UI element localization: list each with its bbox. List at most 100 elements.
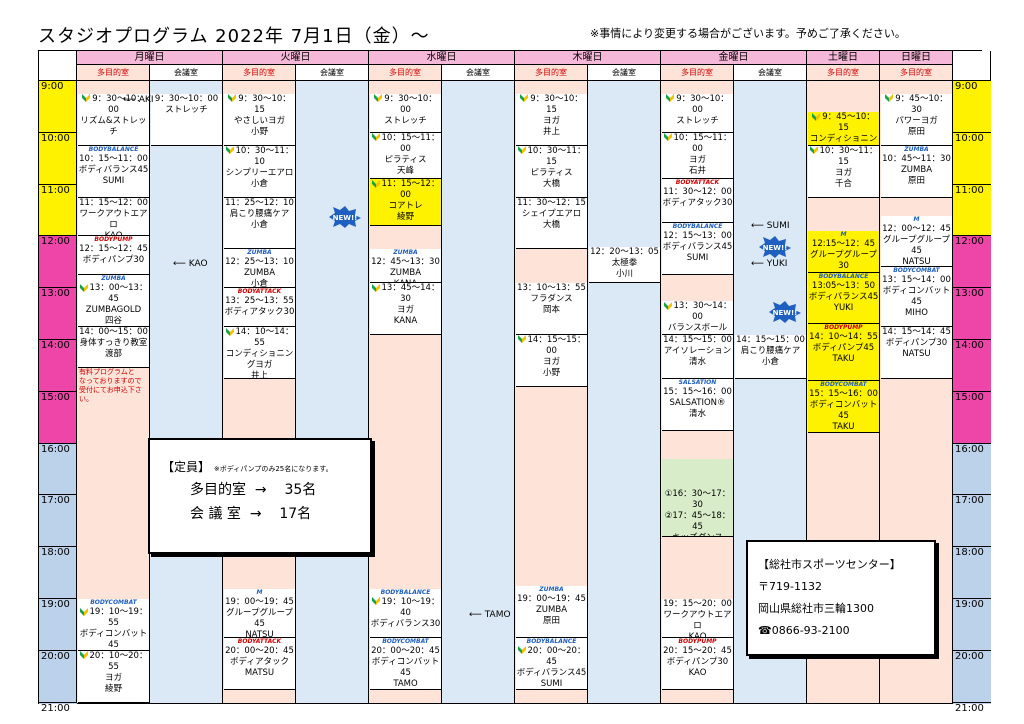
program-time: 10：30〜11：10 bbox=[224, 146, 295, 168]
beginner-leaf-icon bbox=[79, 651, 88, 660]
program-block[interactable]: 9：45〜10：15コンディショニング bbox=[808, 112, 879, 146]
program-time: 13：00〜13：45 bbox=[78, 283, 149, 305]
room-header-main: 多目的室 bbox=[369, 65, 442, 81]
day-header: 木曜日 bbox=[515, 51, 661, 65]
program-instructor: YUKI bbox=[833, 302, 854, 313]
program-name: 太極拳 bbox=[611, 257, 638, 268]
instructor-side-label: ⟵ AKI bbox=[123, 95, 154, 105]
program-logo: BODYPUMP bbox=[94, 236, 133, 244]
program-logo: BODYBALANCE bbox=[672, 223, 723, 231]
beginner-leaf-icon bbox=[371, 283, 380, 292]
program-logo: BODYBALANCE bbox=[88, 145, 139, 153]
capacity-box: 【定員】 ※ボディパンプのみ25名になります。 多目的室 → 35名 会 議 室… bbox=[148, 438, 372, 554]
beginner-leaf-icon bbox=[663, 133, 672, 142]
time-label: 12:00 bbox=[39, 236, 77, 289]
program-logo: ZUMBA bbox=[247, 249, 272, 257]
program-time: 12：25〜13：10 bbox=[225, 257, 294, 268]
time-label: 19:00 bbox=[953, 599, 991, 651]
program-name: コンディショニング bbox=[809, 134, 878, 145]
program-name: ボディアタック30 bbox=[662, 198, 733, 209]
beginner-leaf-icon bbox=[885, 94, 894, 103]
program-time: 13：25〜13：55 bbox=[225, 296, 294, 307]
room-header-sub: 会議室 bbox=[442, 65, 515, 81]
day-header: 日曜日 bbox=[880, 51, 953, 65]
program-instructor: 小倉 bbox=[250, 219, 268, 230]
program-instructor: 原田 bbox=[907, 126, 925, 137]
program-name: グループグループ45 bbox=[883, 234, 950, 256]
new-badge-icon: NEW!! bbox=[759, 236, 791, 258]
program-instructor: 小倉 bbox=[761, 356, 779, 367]
program-logo: SALSATION bbox=[678, 378, 717, 386]
day-header: 火曜日 bbox=[223, 51, 369, 65]
program-logo: BODYBALANCE bbox=[526, 637, 577, 645]
beginner-leaf-icon bbox=[82, 94, 91, 103]
instructor-side-label: ⟵ KAO bbox=[173, 259, 208, 269]
program-name: ボディバランス45 bbox=[516, 667, 587, 678]
program-name: ストレッチ bbox=[384, 115, 427, 126]
instructor-side-label: ⟵ TAMO bbox=[469, 610, 511, 620]
program-time: 11：15〜12：00 bbox=[370, 179, 441, 201]
program-logo: M bbox=[913, 215, 920, 223]
day-header: 金曜日 bbox=[661, 51, 807, 65]
time-label: 18:00 bbox=[953, 547, 991, 599]
program-name: ヨガ bbox=[542, 356, 560, 367]
program-time: 12：15〜13：00 bbox=[663, 231, 732, 242]
beginner-leaf-icon bbox=[663, 301, 672, 310]
program-instructor: 石井 bbox=[688, 165, 706, 176]
program-instructor: KAO bbox=[688, 667, 707, 678]
